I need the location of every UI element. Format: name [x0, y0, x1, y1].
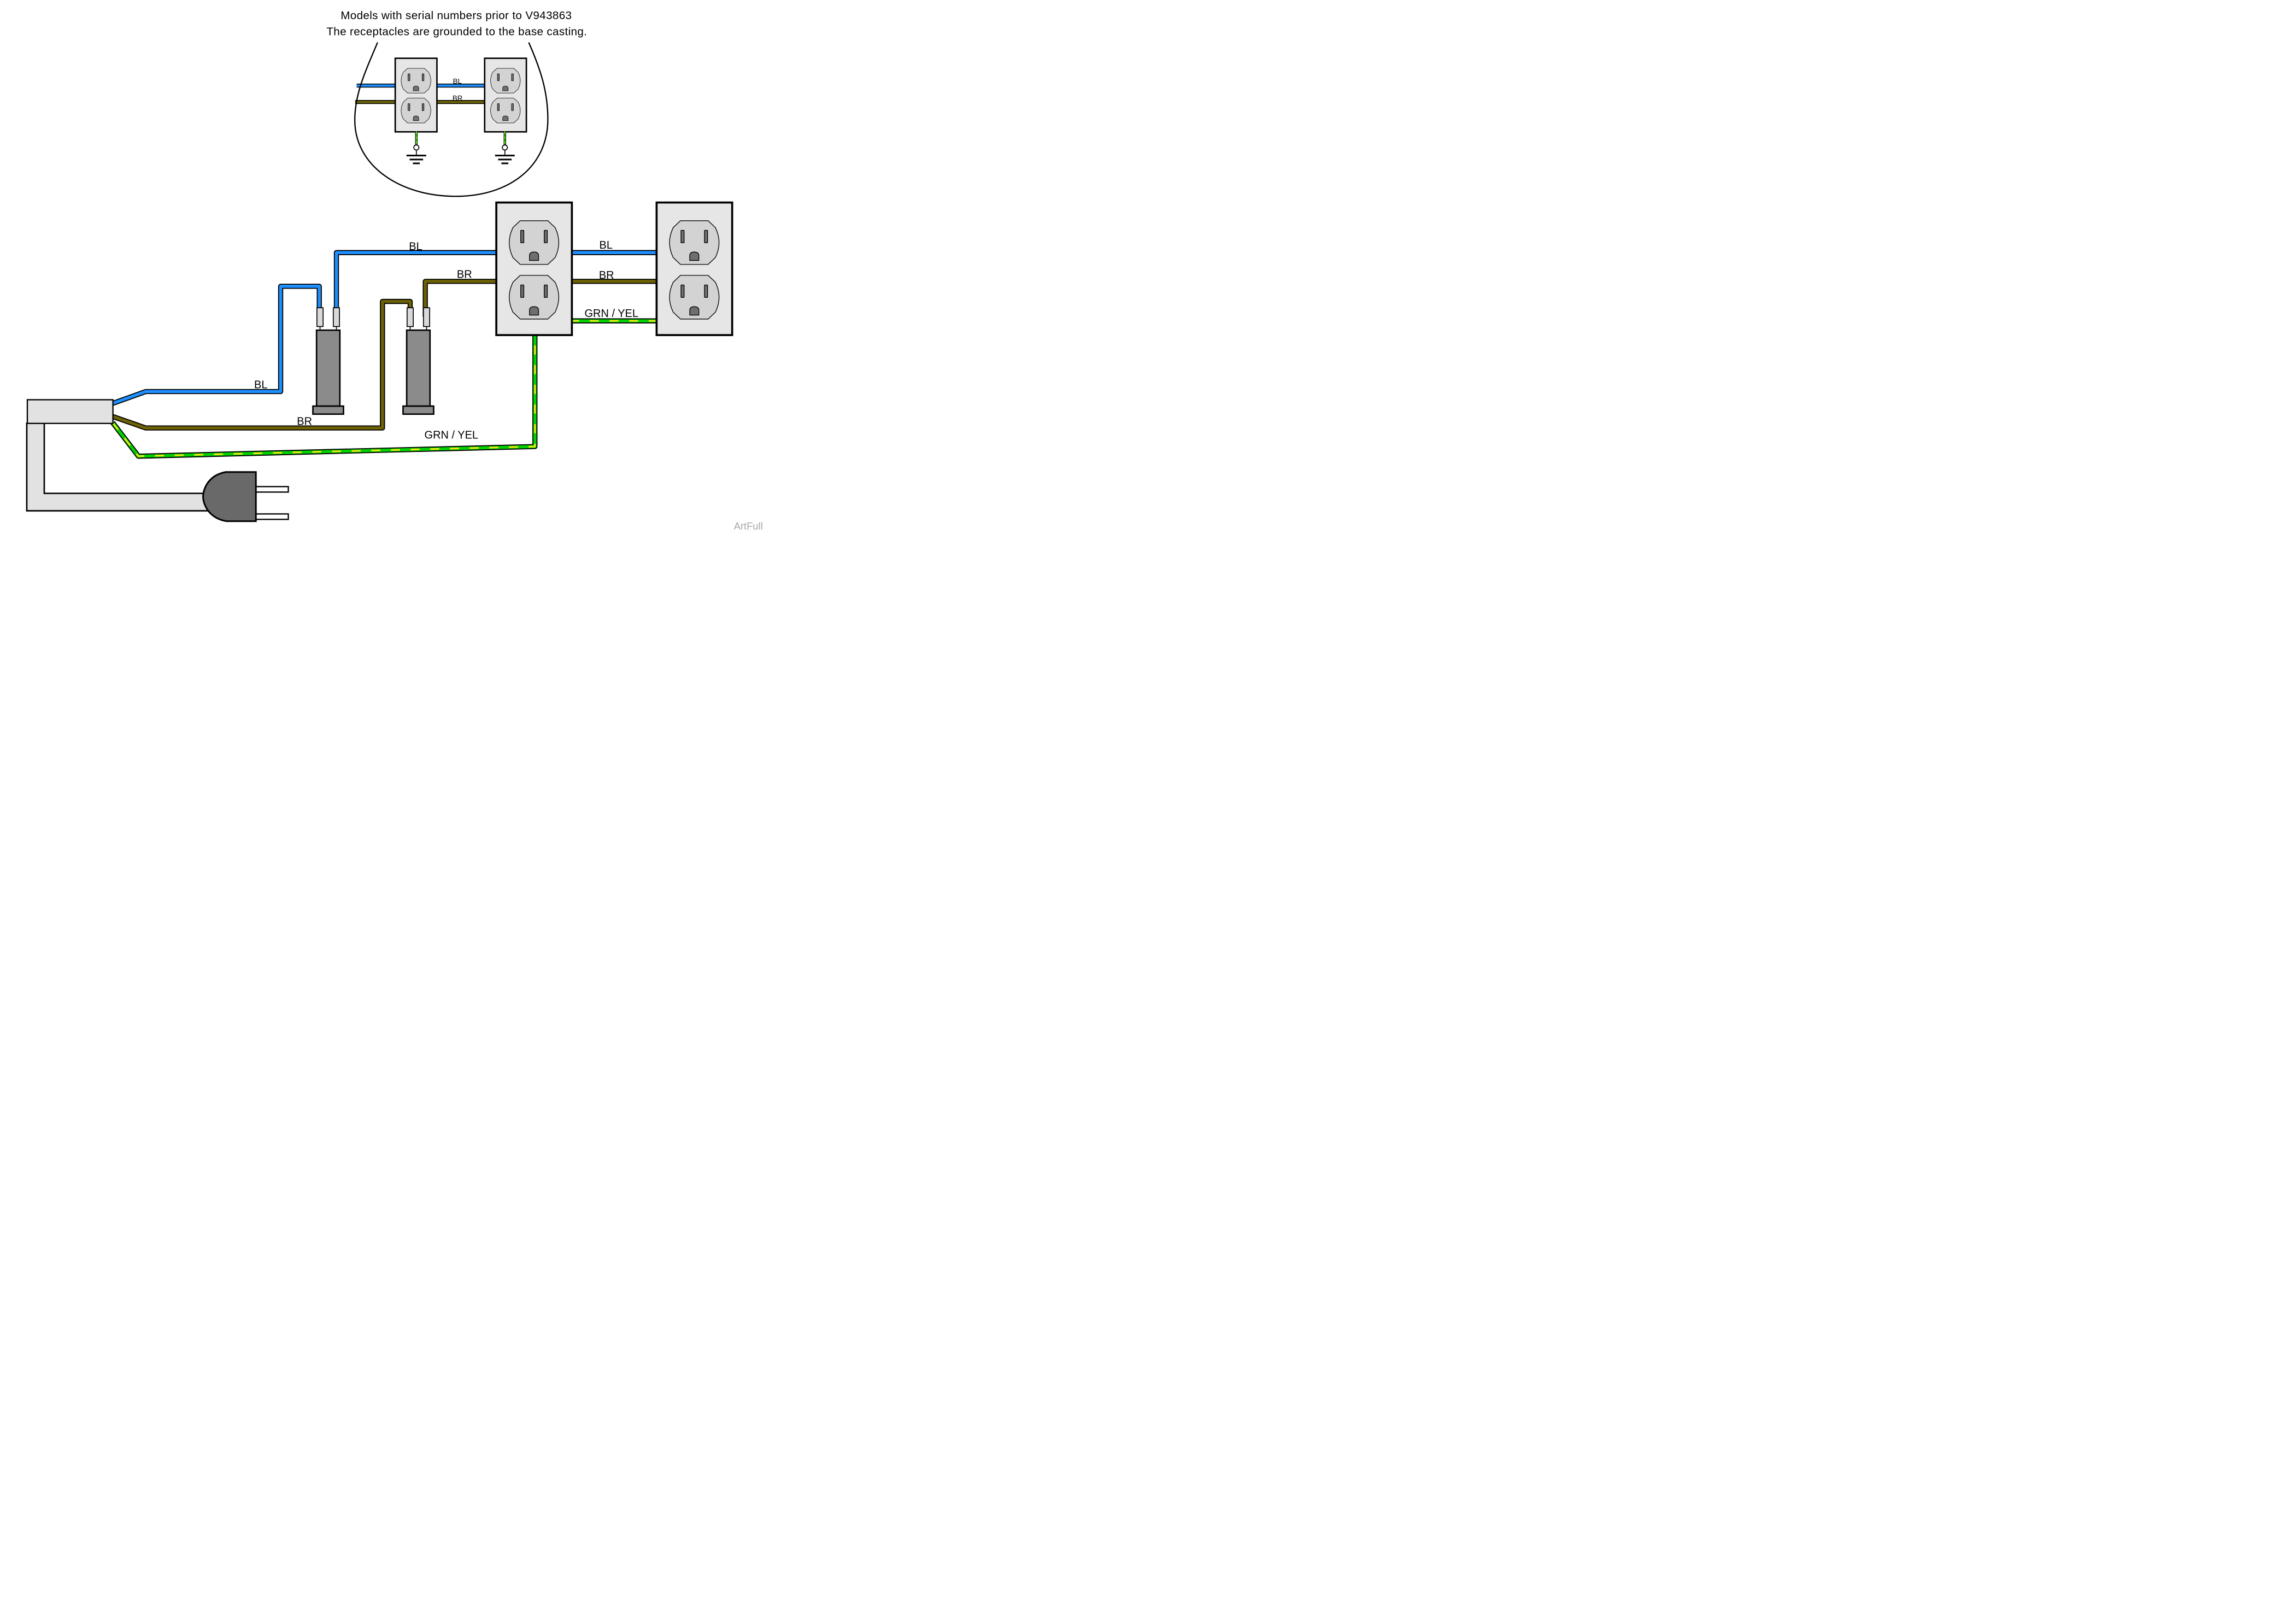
label-blue-between-receptacles: BL [599, 239, 613, 251]
receptacle-2 [656, 203, 732, 336]
receptacle-1 [496, 203, 572, 336]
label-brown-between-receptacles: BR [598, 269, 614, 281]
power-cord [26, 422, 222, 512]
capacitor-2 [402, 307, 434, 415]
title-line-2: The receptacles are grounded to the base… [326, 25, 588, 38]
plug-body [202, 471, 257, 522]
cord-jacket [26, 399, 114, 424]
diagram-stage: Models with serial numbers prior to V943… [0, 0, 765, 533]
plug-prong-top [255, 486, 289, 493]
wire-brown-capacitor2-to-receptacle1 [422, 279, 500, 317]
inset-receptacle-1 [395, 58, 437, 132]
capacitor-1 [312, 307, 344, 415]
wiring-diagram: Models with serial numbers prior to V943… [0, 0, 765, 533]
watermark: ArtFull [733, 520, 763, 532]
label-blue-cord-run: BL [254, 378, 268, 391]
plug-prong-bottom [255, 513, 289, 520]
label-ground-between-receptacles: GRN / YEL [584, 307, 638, 320]
diagram-canvas [26, 42, 765, 522]
label-brown-cord-run: BR [297, 415, 313, 427]
label-blue-capacitor-run: BL [409, 240, 422, 252]
inset-receptacle-2 [485, 58, 526, 132]
label-ground-cord-run: GRN / YEL [424, 428, 479, 441]
ground-symbol-1 [407, 132, 426, 163]
inset-label-blue: BL [453, 77, 462, 86]
wire-brown-cord-to-capacitor2 [111, 298, 413, 431]
wire-ground-cord-to-receptacle1 [110, 333, 538, 459]
wire-blue-capacitor1-to-receptacle1 [333, 250, 500, 317]
power-plug [202, 471, 289, 522]
title-line-1: Models with serial numbers prior to V943… [340, 9, 572, 22]
label-brown-capacitor-run: BR [456, 268, 472, 281]
inset-bubble-outline [354, 42, 549, 197]
wire-blue-cord-to-capacitor1 [111, 284, 322, 406]
inset-label-brown: BR [452, 94, 463, 102]
ground-symbol-2 [495, 132, 515, 163]
